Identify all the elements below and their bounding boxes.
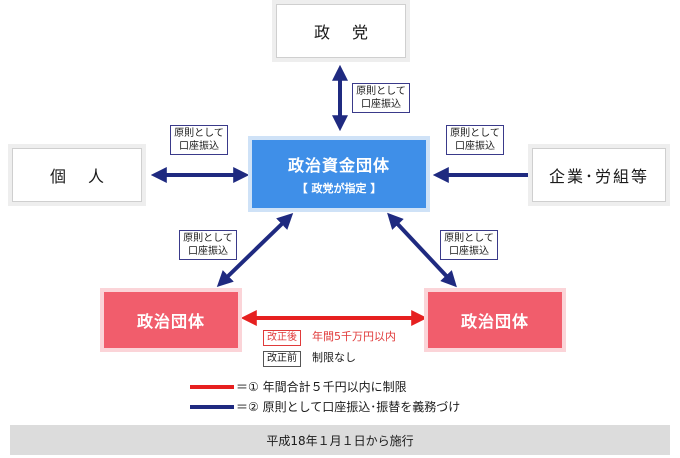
before-amendment-text: 制限なし bbox=[312, 351, 356, 364]
node-pol-group-left: 政治団体 bbox=[104, 292, 238, 348]
node-corporation: 企業･労組等 bbox=[532, 148, 666, 202]
node-individual: 個人 bbox=[12, 148, 142, 202]
fund-group-title: 政治資金団体 bbox=[287, 156, 390, 175]
label-after-amendment: 改正後 bbox=[263, 330, 301, 346]
after-amendment-text: 年間5千万円以内 bbox=[312, 330, 396, 343]
tag-fund-left-group: 原則として 口座振込 bbox=[179, 230, 237, 260]
node-party: 政党 bbox=[276, 4, 406, 58]
legend-red-text: ＝① 年間合計５千円以内に制限 bbox=[236, 380, 407, 394]
arrow-fund-right-group bbox=[387, 212, 457, 288]
tag-corporation-fund: 原則として 口座振込 bbox=[446, 125, 504, 155]
node-fund-group: 政治資金団体 【 政党が指定 】 bbox=[252, 140, 426, 208]
effective-date-footer: 平成18年１月１日から施行 bbox=[10, 425, 670, 455]
node-pol-group-right: 政治団体 bbox=[428, 292, 562, 348]
tag-party-fund: 原則として 口座振込 bbox=[352, 83, 410, 113]
arrow-fund-left-group bbox=[216, 212, 294, 288]
legend-blue-line bbox=[190, 405, 234, 409]
tag-individual-fund: 原則として 口座振込 bbox=[170, 125, 228, 155]
tag-fund-right-group: 原則として 口座振込 bbox=[440, 230, 498, 260]
fund-group-subtitle: 【 政党が指定 】 bbox=[296, 182, 382, 195]
legend-red-line bbox=[190, 385, 234, 389]
label-before-amendment: 改正前 bbox=[263, 351, 301, 367]
legend-blue-text: ＝② 原則として口座振込･振替を義務づけ bbox=[236, 400, 461, 414]
